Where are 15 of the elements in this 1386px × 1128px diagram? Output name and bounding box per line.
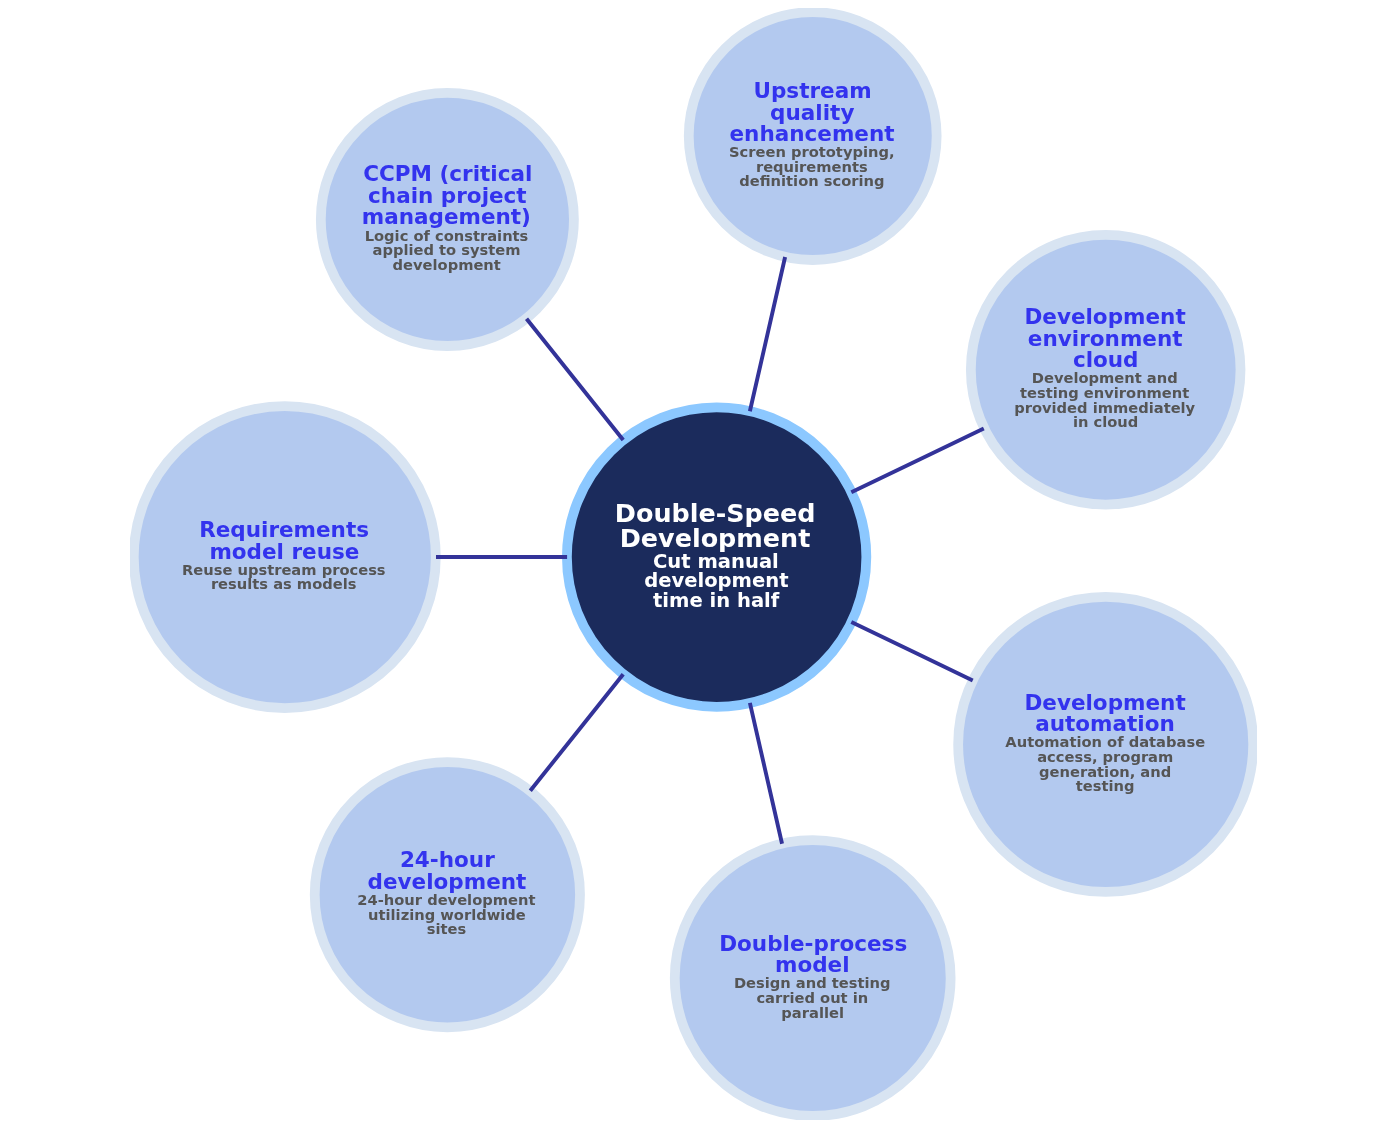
connector — [528, 673, 625, 792]
node-circle: Double-process model Design and testing carried out in parallel — [669, 835, 955, 1120]
node-circle: Double-Speed Development Cut manual development time in half — [561, 402, 871, 712]
connector — [524, 317, 625, 442]
node-circle: Development automation Automation of database access, program generation, and testing — [952, 592, 1257, 897]
node-circle: Upstream quality enhancement Screen prototyping, requirements definition scoring — [683, 8, 942, 265]
node-circle: 24-hour development 24-hour development utilizing worldwide sites — [309, 757, 585, 1033]
connector — [849, 620, 974, 683]
connector — [747, 256, 787, 412]
connector — [747, 702, 784, 845]
connector — [850, 426, 985, 494]
connector — [435, 555, 567, 560]
node-circle: Requirements model reuse Reuse upstream process results as models — [129, 401, 441, 713]
node-circle: Development environment cloud Development and testing environment provided immediately in cloud — [965, 230, 1245, 510]
node-circle: CCPM (critical chain project management) Logic of constraints applied to system development — [315, 88, 579, 351]
